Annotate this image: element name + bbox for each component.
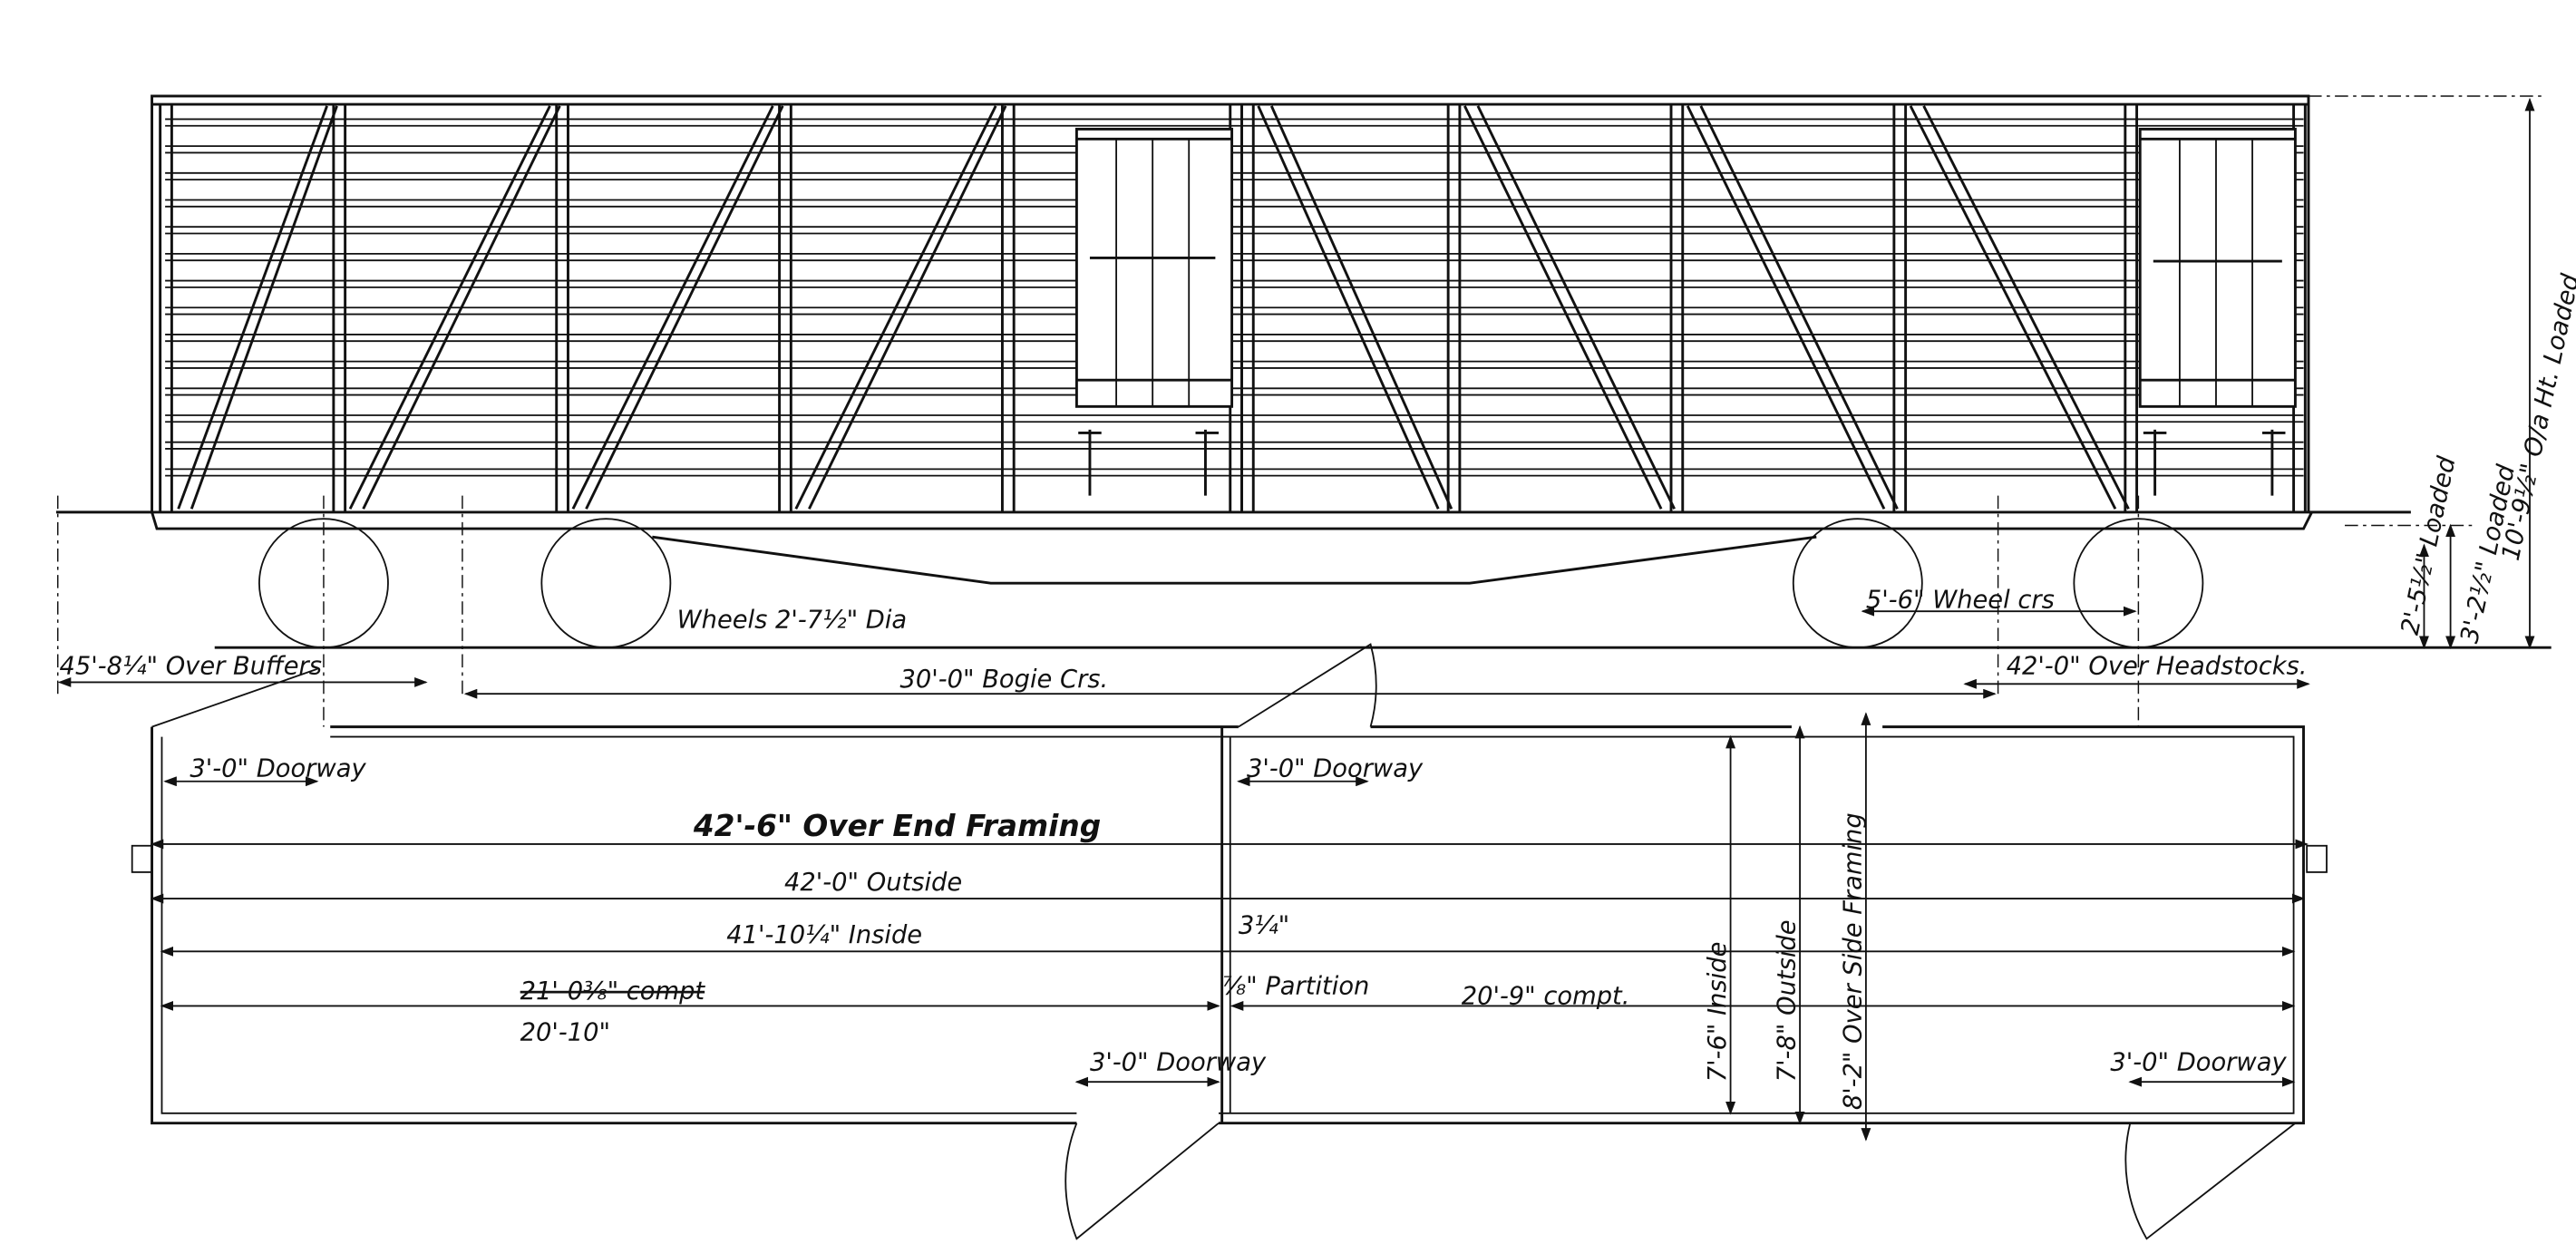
diagonal-brace: [177, 105, 328, 510]
outside-length-label: 42'-0" Outside: [784, 869, 962, 897]
side-door-middle: [1074, 127, 1234, 496]
left-compartment-revised-label: 20'-10": [520, 1019, 610, 1047]
doorway-bottom-mid-label: 3'-0" Doorway: [1090, 1048, 1267, 1076]
diagonal-brace: [794, 105, 997, 510]
right-compartment-label: 20'-9" compt.: [1462, 983, 1630, 1011]
solebar: [151, 511, 2313, 530]
plan-view: 3'-0" Doorway 3'-0" Doorway 3'-0" Doorwa…: [131, 643, 2328, 1240]
side-door-end: [2138, 127, 2297, 496]
left-compartment-struck-label: 21'-0⅜" compt: [520, 977, 706, 1006]
outside-width-label: 7'-8" Outside: [1774, 919, 1802, 1082]
door-left-top: [151, 668, 317, 728]
diagonal-brace: [1686, 105, 1886, 510]
over-side-framing-label: 8'-2" Over Side Framing: [1839, 812, 1867, 1110]
diagonal-braces: [177, 105, 2130, 510]
wheel: [1792, 518, 1923, 649]
bogie-centres-label: 30'-0" Bogie Crs.: [900, 666, 1109, 694]
doorway-top-mid-label: 3'-0" Doorway: [1247, 754, 1424, 782]
over-buffers-label: 45'-8¼" Over Buffers: [60, 652, 322, 680]
wheel: [540, 518, 672, 649]
overall-height-label: 10'-9½" O/a Ht. Loaded.: [2497, 264, 2576, 563]
diagonal-brace: [585, 105, 784, 510]
diagonal-brace: [1269, 105, 1453, 510]
wheel-centres-label: 5'-6" Wheel crs: [1866, 587, 2055, 615]
over-headstocks-label: 42'-0" Over Headstocks.: [2007, 652, 2308, 680]
diagonal-brace: [1922, 105, 2130, 510]
diagonal-brace: [1257, 105, 1440, 510]
door-swing-mid-bottom: [1064, 1123, 1220, 1240]
diagonal-brace: [362, 105, 561, 510]
diagonal-brace: [1909, 105, 2117, 510]
diagonal-brace: [571, 105, 774, 510]
side-elevation: 45'-8¼" Over Buffers Wheels 2'-7½" Dia 3…: [55, 94, 2576, 727]
plan-outline: [151, 725, 2305, 1125]
diagonal-brace: [1476, 105, 1676, 510]
body-slats: [165, 118, 2304, 477]
diagonal-brace: [348, 105, 551, 510]
diagonal-brace: [1463, 105, 1663, 510]
wheels-label: Wheels 2'-7½" Dia: [677, 606, 907, 634]
diagonal-brace: [190, 105, 338, 510]
buffer-height-label: 2'-5½" Loaded: [2396, 453, 2462, 637]
partition-offset-label: 3¼": [1239, 911, 1289, 939]
partition-label: ⅞" Partition: [1222, 973, 1370, 1001]
fishbelly-underframe: [652, 535, 1817, 585]
door-swing-mid-top: [1238, 643, 1377, 728]
inside-length-label: 41'-10¼" Inside: [726, 921, 922, 949]
inside-width-label: 7'-6" Inside: [1704, 942, 1732, 1083]
door-swing-end-bottom: [2124, 1123, 2296, 1240]
doorway-bottom-right-label: 3'-0" Doorway: [2110, 1048, 2287, 1076]
diagonal-brace: [1699, 105, 1899, 510]
diagonal-brace: [808, 105, 1007, 510]
over-end-framing-label: 42'-6" Over End Framing: [693, 809, 1101, 843]
doorway-top-left-label: 3'-0" Doorway: [190, 754, 366, 782]
